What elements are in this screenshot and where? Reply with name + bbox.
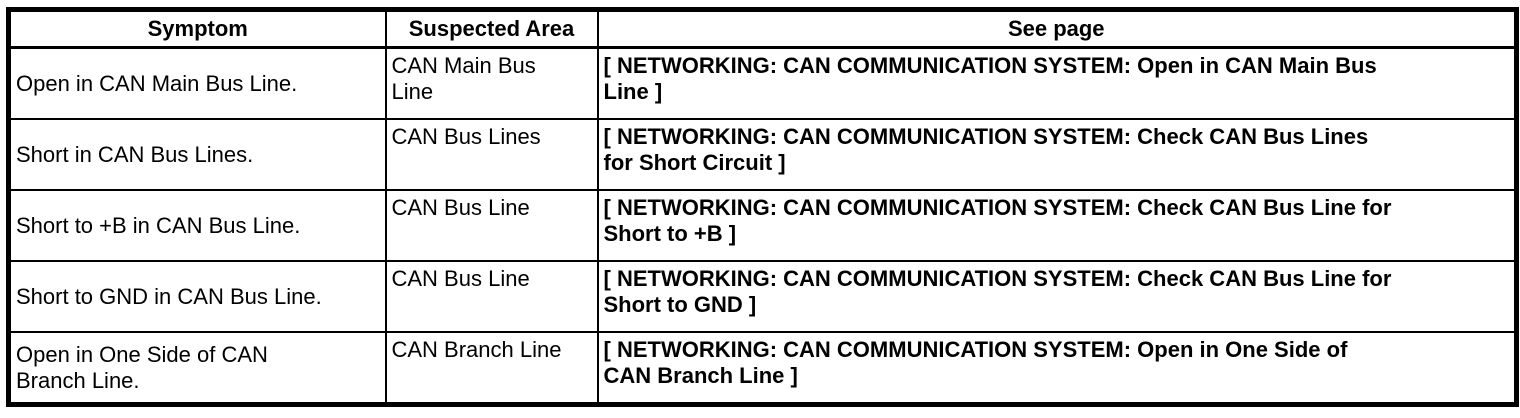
document-page: Symptom Suspected Area See page Open in …: [6, 7, 1519, 407]
see-page-link-cell[interactable]: [ NETWORKING: CAN COMMUNICATION SYSTEM: …: [596, 331, 1518, 406]
symptom-cell: Short in CAN Bus Lines.: [7, 118, 387, 191]
table-row: Short to +B in CAN Bus Line. CAN Bus Lin…: [7, 189, 1518, 262]
table-row: Short to GND in CAN Bus Line. CAN Bus Li…: [7, 260, 1518, 333]
header-row: Symptom Suspected Area See page: [7, 8, 1518, 49]
see-page-link-cell[interactable]: [ NETWORKING: CAN COMMUNICATION SYSTEM: …: [596, 118, 1518, 191]
see-page-link-cell[interactable]: [ NETWORKING: CAN COMMUNICATION SYSTEM: …: [596, 189, 1518, 262]
see-page-link-cell[interactable]: [ NETWORKING: CAN COMMUNICATION SYSTEM: …: [596, 46, 1518, 120]
suspected-area-cell: CAN Bus Line: [384, 189, 599, 262]
col-header-see-page: See page: [596, 8, 1518, 49]
symptom-diagnosis-table: Symptom Suspected Area See page Open in …: [6, 7, 1519, 407]
col-header-suspected-area: Suspected Area: [384, 8, 599, 49]
col-header-symptom: Symptom: [7, 8, 387, 49]
symptom-cell: Open in One Side of CAN Branch Line.: [7, 331, 387, 406]
suspected-area-cell: CAN Bus Line: [384, 260, 599, 333]
table-row: Open in CAN Main Bus Line. CAN Main Bus …: [7, 46, 1518, 120]
suspected-area-cell: CAN Main Bus Line: [384, 46, 599, 120]
suspected-area-cell: CAN Bus Lines: [384, 118, 599, 191]
symptom-cell: Short to +B in CAN Bus Line.: [7, 189, 387, 262]
suspected-area-cell: CAN Branch Line: [384, 331, 599, 406]
table-row: Short in CAN Bus Lines. CAN Bus Lines [ …: [7, 118, 1518, 191]
see-page-link-cell[interactable]: [ NETWORKING: CAN COMMUNICATION SYSTEM: …: [596, 260, 1518, 333]
symptom-cell: Open in CAN Main Bus Line.: [7, 46, 387, 120]
table-row: Open in One Side of CAN Branch Line. CAN…: [7, 331, 1518, 406]
symptom-cell: Short to GND in CAN Bus Line.: [7, 260, 387, 333]
